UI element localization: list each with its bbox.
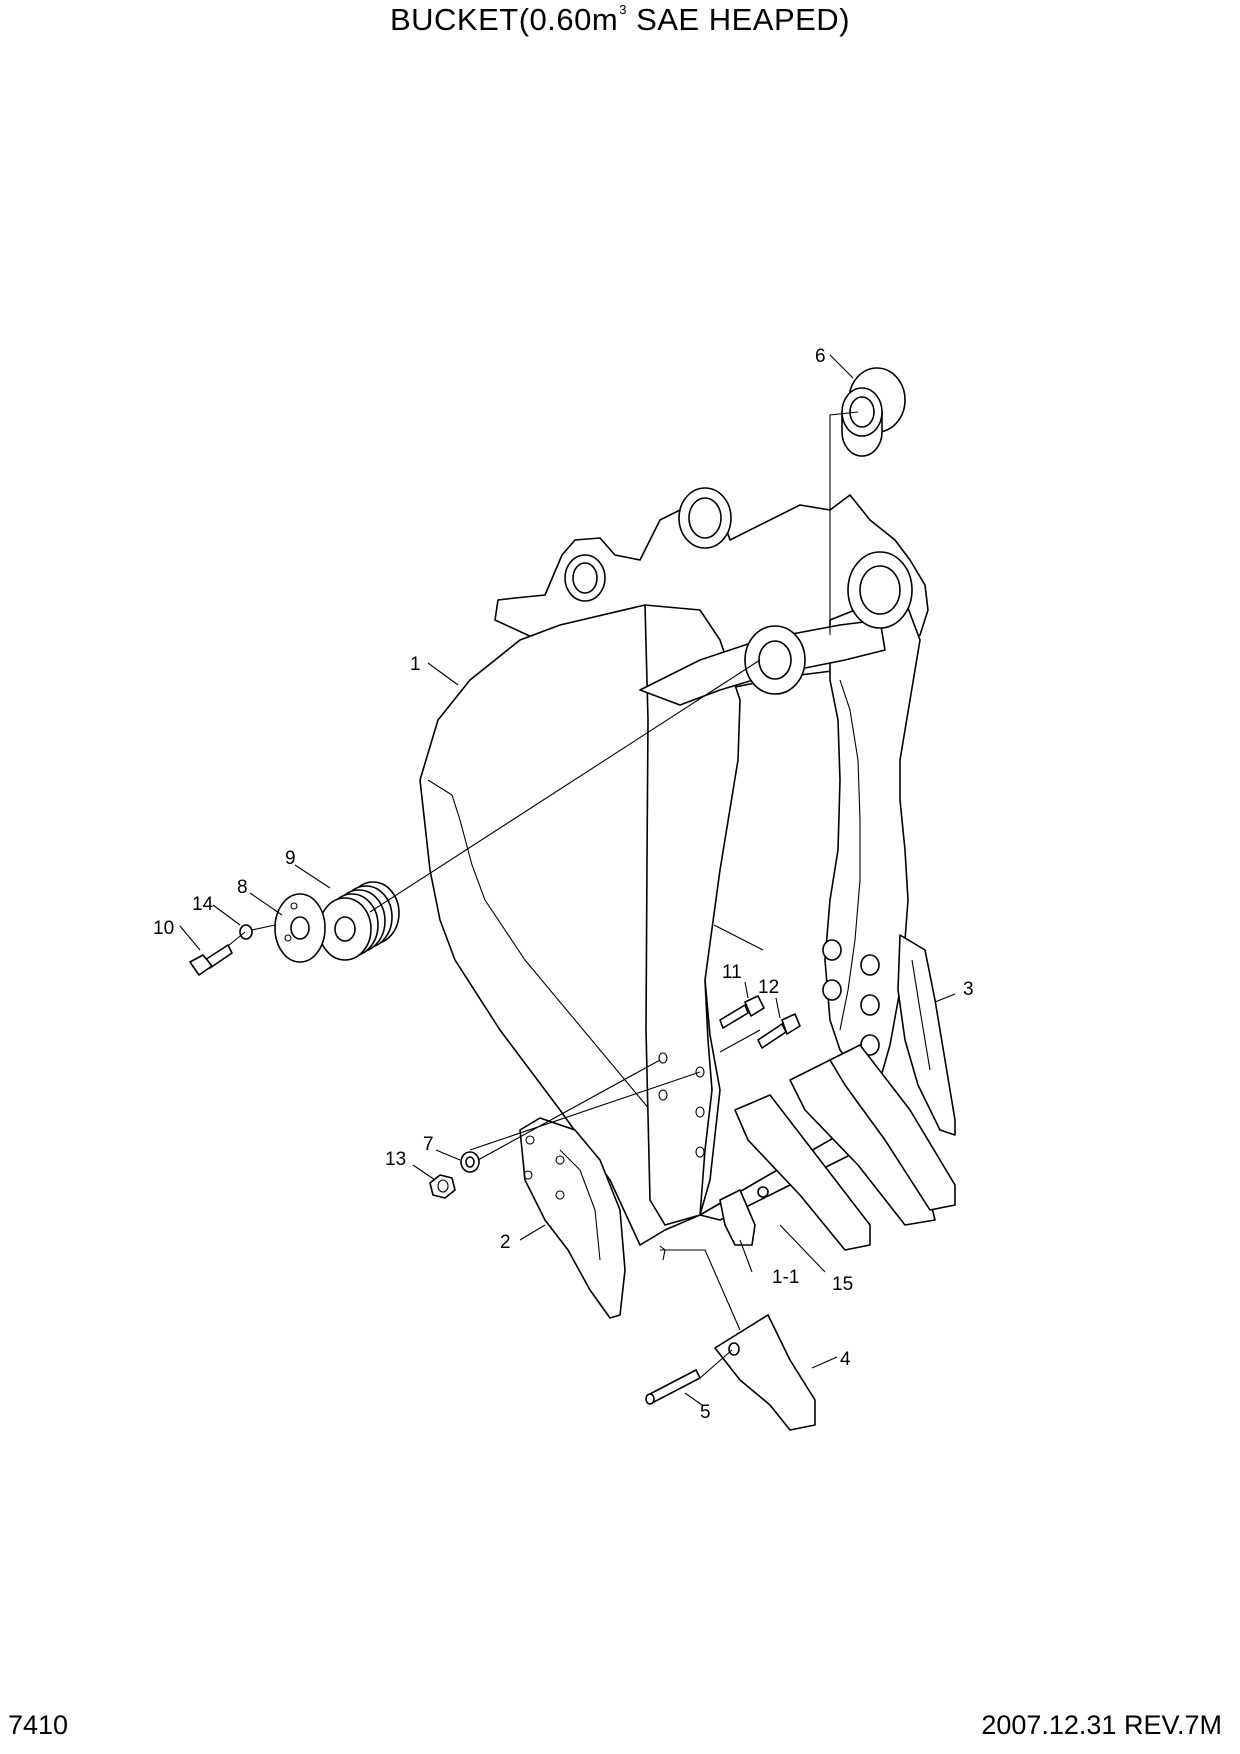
side-bolt-heads	[822, 939, 880, 1056]
bucket-right-plate-edge	[839, 679, 861, 1031]
bolt-10	[189, 944, 233, 976]
callout-12: 12	[758, 977, 779, 998]
tooth-adapter-1-1	[719, 1189, 756, 1246]
spacer-9	[318, 881, 400, 961]
callout-1: 1	[410, 654, 421, 675]
callout-13: 13	[385, 1149, 406, 1170]
bolt-11	[719, 995, 765, 1029]
page-code: 7410	[8, 1710, 69, 1740]
title-main: BUCKET(0.60m	[389, 2, 619, 37]
washer-14	[239, 924, 253, 940]
callout-14: 14	[192, 894, 214, 915]
callout-6: 6	[815, 346, 826, 367]
title-tail: SAE HEAPED)	[626, 2, 851, 37]
callout-3: 3	[963, 979, 974, 1000]
bucket-boss-holes	[564, 487, 913, 695]
bucket-bowl-contour	[427, 779, 671, 1141]
callout-5: 5	[700, 1402, 711, 1423]
assembly-lines	[227, 411, 859, 1379]
front-plate-holes	[658, 1052, 705, 1158]
loose-tooth-4	[714, 1314, 816, 1431]
bolt-12	[757, 1013, 801, 1049]
callout-9: 9	[285, 848, 296, 869]
title-superscript: 3	[619, 2, 627, 17]
plate-8	[274, 893, 326, 963]
callout-7: 7	[423, 1134, 434, 1155]
washer-7	[460, 1151, 480, 1173]
nut-13	[429, 1174, 456, 1199]
callout-2: 2	[500, 1232, 511, 1253]
side-cutter-left	[519, 1117, 626, 1319]
callout-10: 10	[153, 918, 174, 939]
adapter-pin-15	[757, 1186, 769, 1198]
callout-4: 4	[840, 1349, 851, 1370]
callout-15: 15	[832, 1274, 853, 1295]
revision-date: 2007.12.31 REV.7M	[981, 1710, 1222, 1740]
side-cutter-right	[897, 934, 956, 1136]
bucket-right-plate	[824, 599, 921, 1091]
callout-11: 11	[722, 962, 742, 983]
callout-leaders	[179, 354, 956, 1406]
callout-1-1: 1-1	[772, 1267, 799, 1288]
callout-8: 8	[237, 877, 248, 898]
pin-5	[645, 1369, 701, 1405]
page-title: BUCKET(0.60m3 SAE HEAPED)	[0, 2, 1240, 38]
bushing-6	[841, 367, 906, 457]
callout-labels: 1 1-1 2 3 4 5 6 7 8 9 10 11 12 13 14 15	[153, 346, 974, 1423]
bucket-teeth	[719, 1044, 956, 1251]
